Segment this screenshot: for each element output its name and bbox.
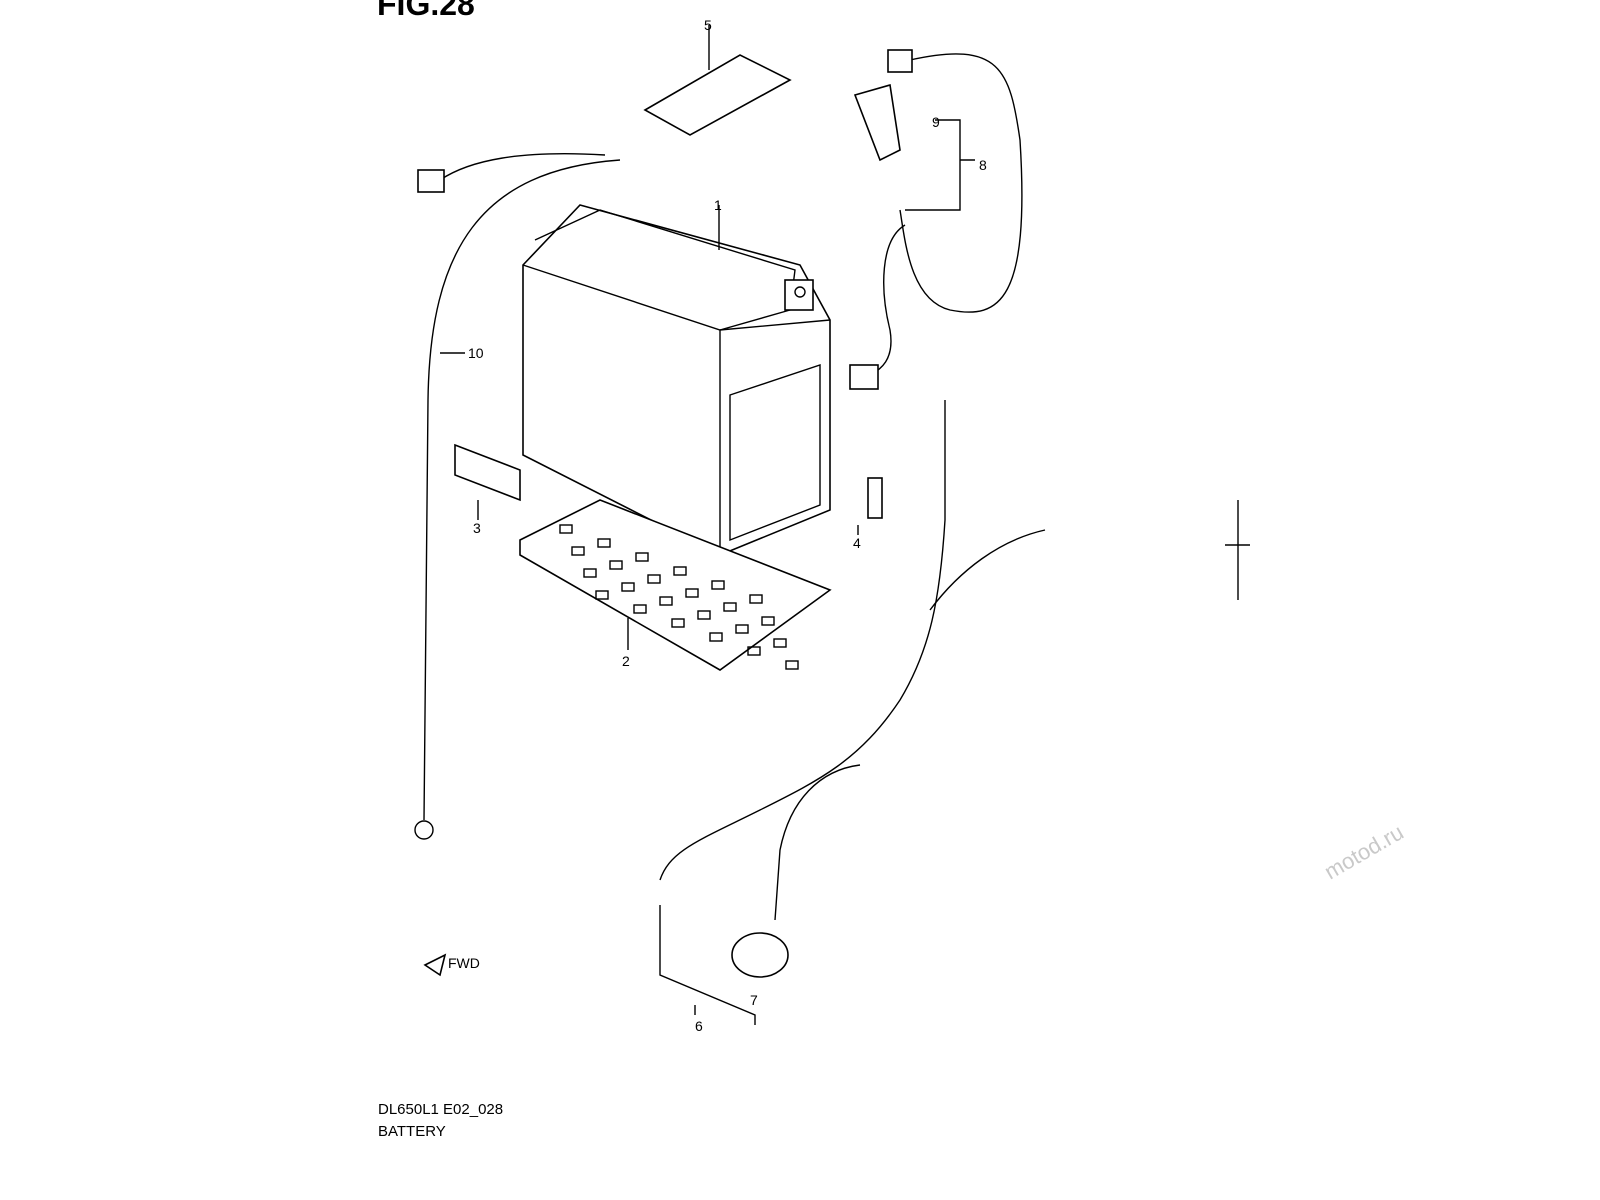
tray-slot [583, 568, 597, 578]
callout-6: 6 [695, 1018, 703, 1034]
model-code: DL650L1 E02_028 [378, 1101, 504, 1118]
strap-part[interactable] [643, 54, 792, 136]
tray-slot [697, 610, 711, 620]
callout-4: 4 [853, 535, 861, 551]
tray-slot [559, 524, 573, 534]
fwd-label: FWD [448, 955, 480, 971]
callout-9: 9 [932, 114, 940, 130]
tray-slot [647, 574, 661, 584]
diagram-caption: BATTERY [378, 1123, 446, 1140]
tray-slot [621, 582, 635, 592]
terminal-cover-part[interactable] [853, 83, 901, 162]
tray-slot [749, 594, 763, 604]
tray-slot [633, 604, 647, 614]
callout-1: 1 [714, 197, 722, 213]
tray-slot [571, 546, 585, 556]
tray-slot [723, 602, 737, 612]
tray-slot [773, 638, 787, 648]
tray-slot [711, 580, 725, 590]
callout-5: 5 [704, 17, 712, 33]
pad-part[interactable] [454, 443, 521, 502]
tray-slot [735, 624, 749, 634]
tray-slot [595, 590, 609, 600]
callout-7: 7 [750, 992, 758, 1008]
tray-slot [673, 566, 687, 576]
tray-slot [671, 618, 685, 628]
tray-slot [685, 588, 699, 598]
cap-part[interactable] [731, 932, 789, 978]
tray-slot [761, 616, 775, 626]
tray-slot [785, 660, 799, 670]
tray-slot [709, 632, 723, 642]
spacer-part[interactable] [867, 477, 883, 519]
ground-cable-part[interactable] [423, 159, 621, 821]
battery-tray-part[interactable] [519, 499, 832, 671]
tray-slot [747, 646, 761, 656]
tray-slot [659, 596, 673, 606]
tray-slot [635, 552, 649, 562]
tray-slot [597, 538, 611, 548]
figure-title: FIG.28 [377, 0, 475, 22]
battery-part[interactable] [522, 204, 831, 556]
callout-3: 3 [473, 520, 481, 536]
callout-2: 2 [622, 653, 630, 669]
starter-cable-part[interactable] [659, 400, 946, 881]
tray-slot [609, 560, 623, 570]
callout-10: 10 [468, 345, 484, 361]
callout-8: 8 [979, 157, 987, 173]
positive-cable-part[interactable] [899, 53, 1023, 313]
fwd-arrow-icon [423, 953, 447, 977]
